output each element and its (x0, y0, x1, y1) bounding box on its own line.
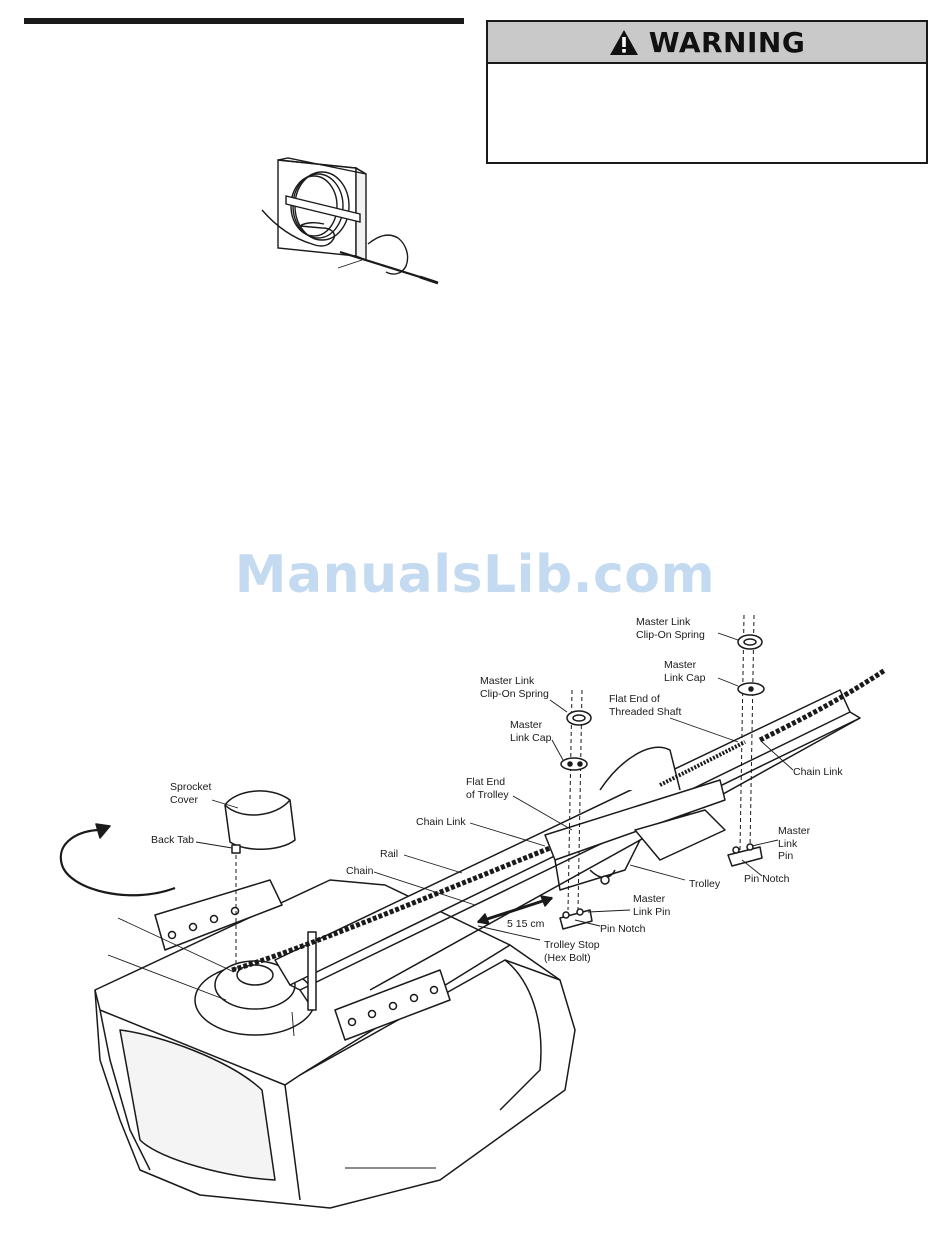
label-chain-link-middle: Chain Link (416, 816, 466, 828)
label-chain: Chain (346, 865, 374, 877)
sprocket-cover (224, 790, 296, 850)
label-distance: 5 15 cm (507, 918, 545, 930)
label-chain-link-right: Chain Link (793, 766, 843, 778)
opener-housing (94, 879, 576, 1209)
trolley-assembly (544, 779, 726, 861)
label-back-tab: Back Tab (151, 834, 194, 846)
label-pin-notch-right: Pin Notch (744, 873, 790, 885)
watermark: ManualsLib.com (234, 545, 716, 605)
label-trolley-stop: Trolley Stop(Hex Bolt) (544, 939, 600, 964)
warning-header: WARNING (488, 22, 926, 64)
warning-title: WARNING (648, 25, 806, 59)
bracket-holes (167, 906, 439, 1027)
top-rule (24, 18, 464, 24)
warning-box: WARNING (486, 20, 928, 164)
label-trolley: Trolley (689, 878, 721, 890)
chain (231, 837, 571, 973)
label-rail: Rail (380, 848, 399, 860)
warning-triangle-icon (609, 29, 638, 55)
label-pin-notch-left: Pin Notch (600, 923, 646, 935)
